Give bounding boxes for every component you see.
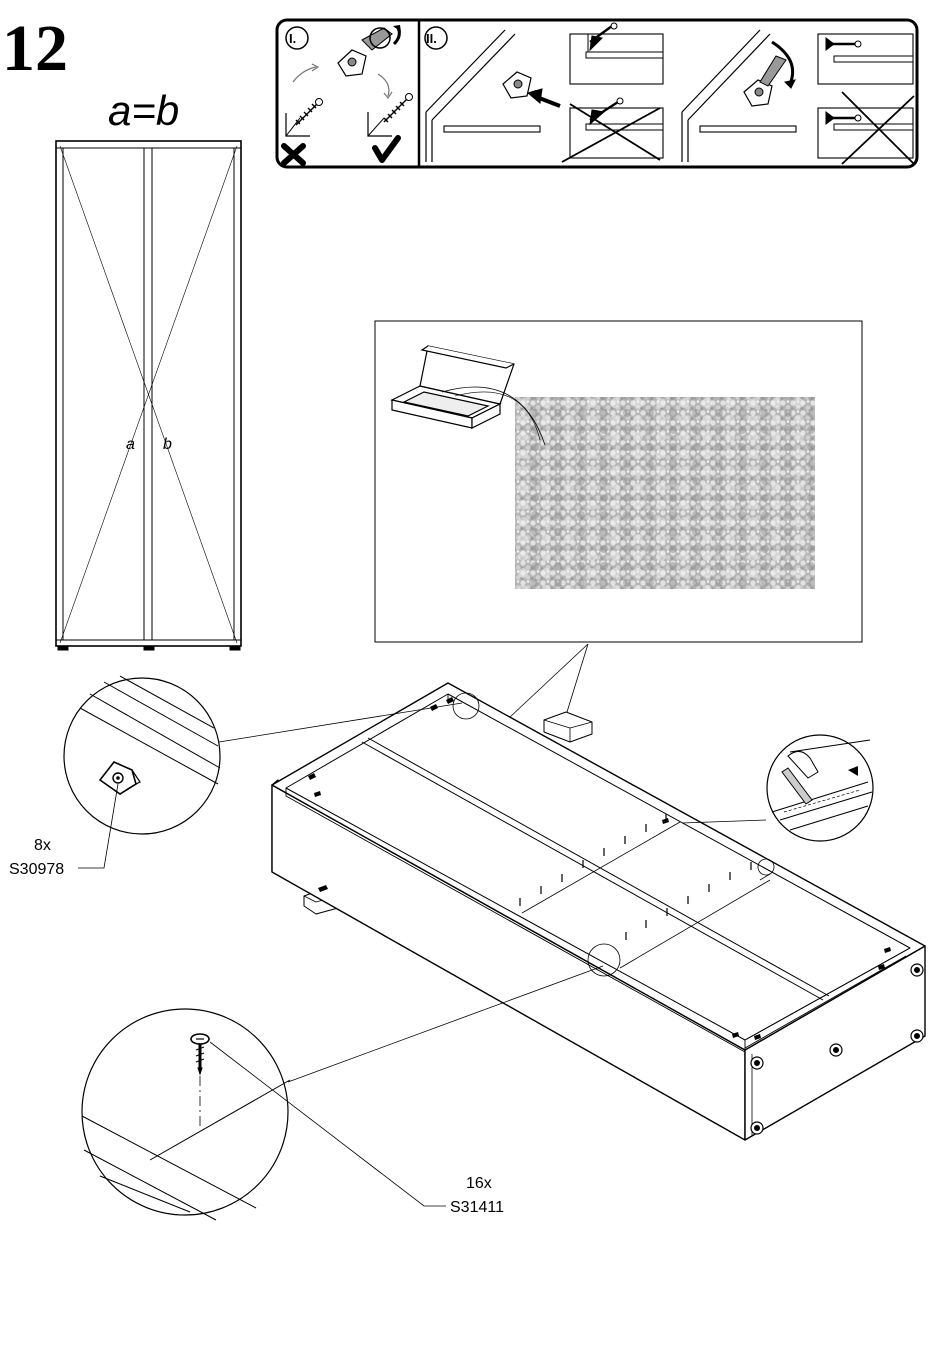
- diagonal-a-label: a: [126, 436, 135, 453]
- screw-part-code: S31411: [450, 1199, 504, 1216]
- packaging-foam-detail: [375, 321, 862, 642]
- panel-one-label: I.: [289, 31, 296, 46]
- cabinet-front-view: [56, 141, 241, 650]
- step-number: 12: [2, 12, 68, 85]
- bracket-quantity: 8x: [34, 837, 51, 854]
- bracket-part-code: S30978: [9, 861, 64, 878]
- diagonal-b-label: b: [163, 436, 172, 453]
- panel-two-label: II.: [426, 31, 437, 46]
- screw-quantity: 16x: [466, 1175, 492, 1192]
- equal-diagonals-label: a=b: [108, 87, 179, 134]
